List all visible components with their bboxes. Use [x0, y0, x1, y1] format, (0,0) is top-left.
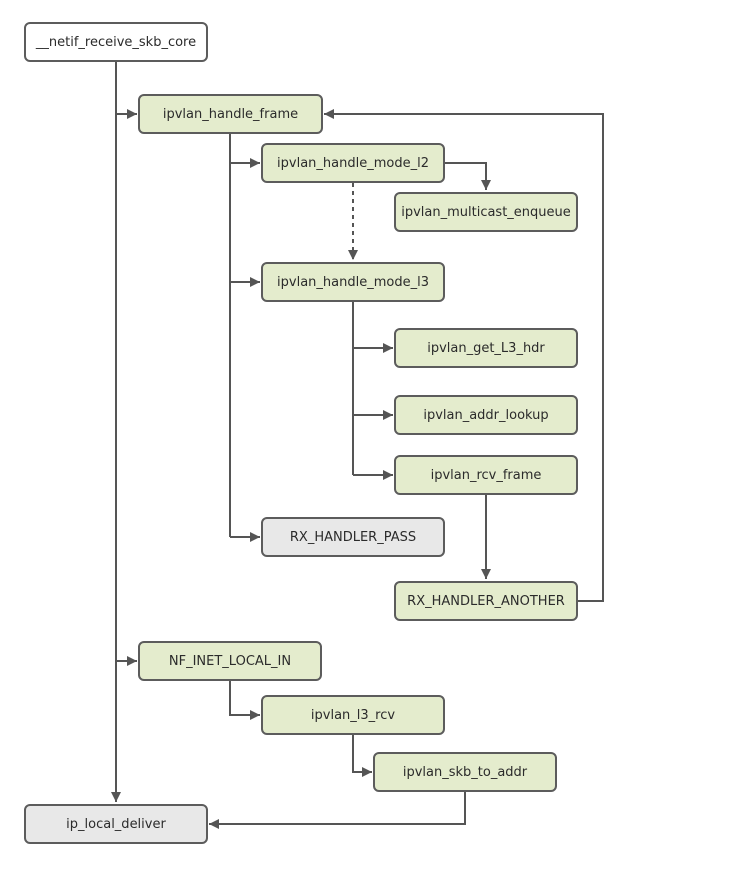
edge-skb-to-addr-to-ip-local-deliver [209, 792, 466, 829]
node-rx-handler-pass: RX_HANDLER_PASS [261, 517, 445, 557]
node-ipvlan-l3-rcv: ipvlan_l3_rcv [261, 695, 445, 735]
node-ip-local-deliver: ip_local_deliver [24, 804, 208, 844]
node-netif-receive-skb-core: __netif_receive_skb_core [24, 22, 208, 62]
node-ipvlan-handle-frame: ipvlan_handle_frame [138, 94, 323, 134]
node-nf-inet-local-in: NF_INET_LOCAL_IN [138, 641, 322, 681]
edge-nf-inet-to-l3-rcv [229, 681, 260, 720]
edge-mode-l2-to-multicast-enqueue [444, 162, 491, 190]
node-ipvlan-handle-mode-l3: ipvlan_handle_mode_l3 [261, 262, 445, 302]
node-ipvlan-addr-lookup: ipvlan_addr_lookup [394, 395, 578, 435]
edge-l3-rcv-to-skb-to-addr [352, 735, 372, 777]
node-ipvlan-get-l3-hdr: ipvlan_get_L3_hdr [394, 328, 578, 368]
edge-rx-handler-another-to-handle-frame [324, 109, 604, 602]
node-ipvlan-multicast-enqueue: ipvlan_multicast_enqueue [394, 192, 578, 232]
node-rx-handler-another: RX_HANDLER_ANOTHER [394, 581, 578, 621]
node-ipvlan-skb-to-addr: ipvlan_skb_to_addr [373, 752, 557, 792]
node-ipvlan-handle-mode-l2: ipvlan_handle_mode_l2 [261, 143, 445, 183]
node-ipvlan-rcv-frame: ipvlan_rcv_frame [394, 455, 578, 495]
